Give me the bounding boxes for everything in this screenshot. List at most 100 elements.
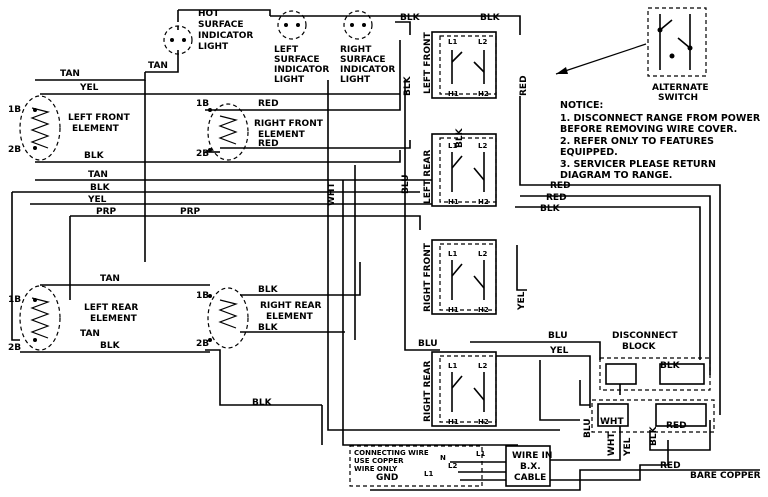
wire-wht-v2: WHT (607, 432, 617, 456)
left-surface-label-4: LIGHT (274, 75, 305, 85)
hot-surface-indicator-light: HOT SURFACE INDICATOR LIGHT (163, 9, 253, 56)
sw-lr-l2: L2 (478, 142, 487, 150)
left-rear-element: 1B 2B LEFT REAR ELEMENT (8, 285, 138, 353)
wire-yel-v1: YEL (517, 291, 527, 311)
l1-label: L1 (476, 450, 485, 458)
notice-title: NOTICE: (560, 100, 603, 111)
wire-blk-5: BLK (258, 285, 279, 295)
sw-rr-h2: H2 (478, 418, 489, 426)
switch-rr-label: RIGHT REAR (423, 360, 433, 422)
rf-2b-label: 2B (196, 149, 209, 159)
right-rear-element: 1B 2B RIGHT REAR ELEMENT (196, 287, 322, 349)
sw-lf-l2: L2 (478, 38, 487, 46)
rf-element-label-1: RIGHT FRONT (254, 119, 324, 129)
wire-wht-v1: WHT (327, 182, 337, 206)
sw-lf-l1: L1 (448, 38, 457, 46)
right-front-element: 1B 2B RIGHT FRONT ELEMENT (196, 99, 324, 161)
lr-2b-label: 2B (8, 343, 21, 353)
lr-1b-label: 1B (8, 295, 21, 305)
rr-1b-label: 1B (196, 291, 209, 301)
lf-2b-label: 2B (8, 145, 21, 155)
sw-lr-h2: H2 (478, 198, 489, 206)
wire-blk-2: BLK (90, 183, 111, 193)
alternate-switch-label-2: SWITCH (658, 93, 698, 103)
bare-copper-label: BARE COPPER (690, 471, 761, 481)
wire-blk-8: BLK (660, 361, 681, 371)
wire-yel-1: YEL (79, 83, 99, 93)
notice-item-1a: 1. DISCONNECT RANGE FROM POWER (560, 113, 761, 124)
n-label: N (440, 454, 446, 462)
wire-red-6: RED (660, 461, 681, 471)
left-front-element: 1B 2B LEFT FRONT ELEMENT (8, 95, 131, 161)
wire-blk-top-1: BLK (400, 13, 421, 23)
cable-label-2: B.X. (520, 462, 541, 472)
rf-element-label-2: ELEMENT (258, 130, 306, 140)
wire-tan-5: TAN (80, 329, 100, 339)
wire-tan-1: TAN (60, 69, 80, 79)
left-surface-label-3: INDICATOR (274, 65, 329, 75)
rf-1b-label: 1B (196, 99, 209, 109)
wire-red-3: RED (550, 181, 571, 191)
wire-red-1: RED (258, 99, 279, 109)
wire-blk-v1: BLK (403, 75, 413, 96)
right-surface-indicator-light: RIGHT SURFACE INDICATOR LIGHT (340, 10, 395, 85)
gnd-label: GND (376, 473, 398, 483)
rr-2b-label: 2B (196, 339, 209, 349)
wire-blk-1: BLK (84, 151, 105, 161)
l1b-label: L1 (424, 470, 433, 478)
wire-blk-4: BLK (100, 341, 121, 351)
wire-red-4: RED (546, 193, 567, 203)
wire-blu-v1: BLU (401, 174, 411, 194)
notice: NOTICE: 1. DISCONNECT RANGE FROM POWER B… (560, 100, 761, 181)
sw-rr-l2: L2 (478, 362, 487, 370)
wire-red-2: RED (258, 139, 279, 149)
hot-surface-label-1: HOT (198, 9, 220, 19)
hot-surface-label-4: LIGHT (198, 42, 229, 52)
wire-color-labels: TAN TAN YEL BLK BLK RED RED BLK TAN BLK … (60, 13, 687, 471)
sw-rf-h1: H1 (448, 306, 459, 314)
left-surface-label-2: SURFACE (274, 55, 320, 65)
wire-blk-3: BLK (540, 204, 561, 214)
wire-wht-1: WHT (600, 417, 624, 427)
l2-label: L2 (448, 462, 457, 470)
wire-blu-1: BLU (418, 339, 438, 349)
connecting-wire-3: WIRE ONLY (354, 465, 398, 473)
sw-rr-l1: L1 (448, 362, 457, 370)
switch-right-front: RIGHT FRONT L1 L2 H1 H2 (423, 239, 497, 315)
lf-1b-label: 1B (8, 105, 21, 115)
right-surface-label-4: LIGHT (340, 75, 371, 85)
sw-rf-h2: H2 (478, 306, 489, 314)
notice-item-2a: 2. REFER ONLY TO FEATURES (560, 136, 714, 147)
left-surface-indicator-light: LEFT SURFACE INDICATOR LIGHT (274, 10, 329, 85)
lr-element-label-1: LEFT REAR (84, 303, 138, 313)
wire-yel-2: YEL (87, 195, 107, 205)
disconnect-label-2: BLOCK (622, 342, 657, 352)
wire-prp-2: PRP (180, 207, 201, 217)
notice-item-1b: BEFORE REMOVING WIRE COVER. (560, 124, 737, 135)
wire-blk-v3: BLK (649, 425, 659, 446)
switch-left-rear: LEFT REAR L1 L2 H1 H2 (423, 133, 497, 207)
sw-lr-h1: H1 (448, 198, 459, 206)
alternate-switch-label-1: ALTERNATE (652, 83, 709, 93)
notice-item-3a: 3. SERVICER PLEASE RETURN (560, 159, 716, 170)
wire-blk-6: BLK (258, 323, 279, 333)
wire-yel-3: YEL (549, 346, 569, 356)
wire-blk-7: BLK (252, 398, 273, 408)
wire-blk-v2: BLK (455, 127, 465, 148)
lf-element-label-1: LEFT FRONT (68, 113, 131, 123)
switch-lf-label: LEFT FRONT (423, 31, 433, 94)
wire-prp-1: PRP (96, 207, 117, 217)
switch-lr-label: LEFT REAR (423, 150, 433, 204)
rr-element-label-2: ELEMENT (266, 312, 314, 322)
rr-element-label-1: RIGHT REAR (260, 301, 322, 311)
connecting-wire-1: CONNECTING WIRE (354, 449, 429, 457)
wire-network (11, 9, 760, 491)
switch-rf-label: RIGHT FRONT (423, 242, 433, 312)
wire-yel-v2: YEL (623, 437, 633, 457)
wire-red-5: RED (666, 421, 687, 431)
disconnect-label-1: DISCONNECT (612, 331, 678, 341)
lf-element-label-2: ELEMENT (72, 124, 120, 134)
wire-red-v1: RED (519, 75, 529, 96)
wire-tan-3: TAN (88, 170, 108, 180)
